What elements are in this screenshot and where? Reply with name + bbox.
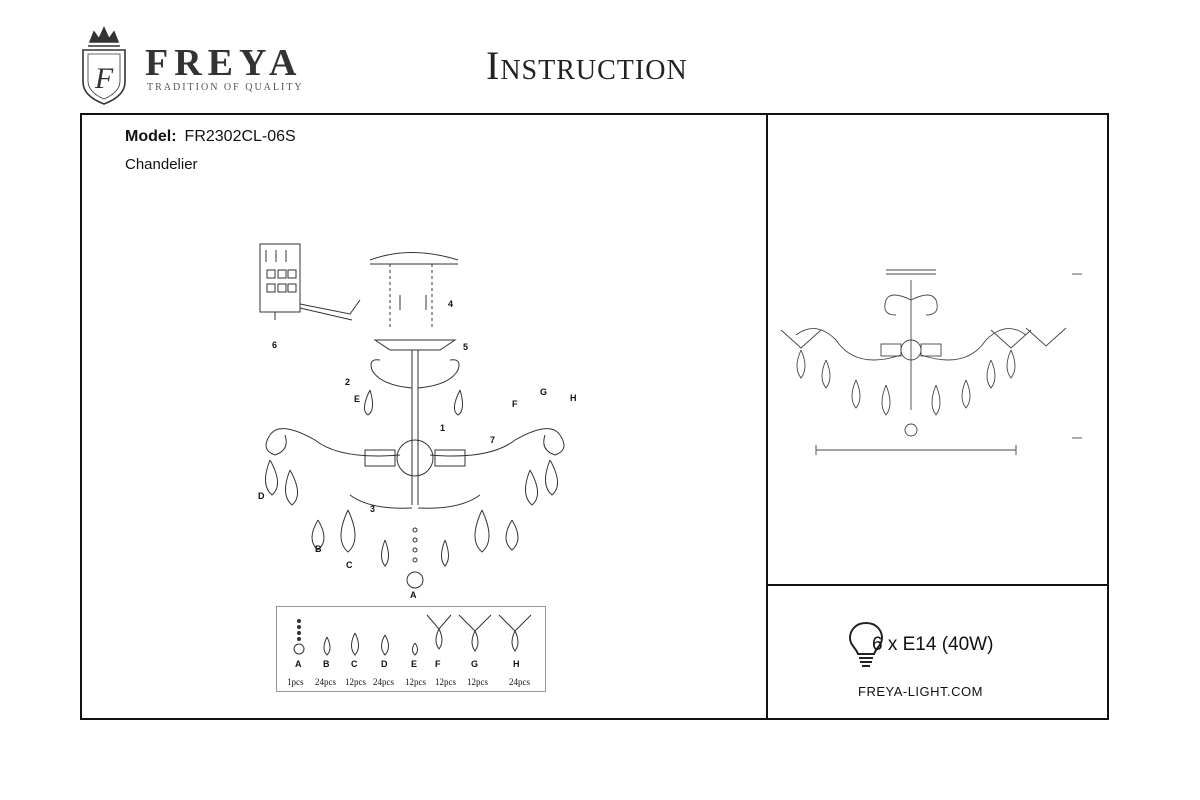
part-qty-f: 12pcs [435, 677, 456, 687]
crystal-label-d: D [258, 491, 265, 501]
part-letter-d: D [381, 659, 388, 669]
bulb-spec: 6 x E14 (40W) [872, 634, 994, 655]
crystal-label-h: H [570, 393, 577, 403]
spec-panel [766, 584, 1109, 720]
label-step-5: 5 [463, 342, 469, 352]
dimension-diagram [780, 269, 1082, 455]
label-step-7: 7 [490, 435, 496, 445]
part-qty-c: 12pcs [345, 677, 366, 687]
svg-text:F: F [94, 62, 114, 95]
label-step-1: 1 [440, 423, 446, 433]
label-step-2: 2 [345, 377, 351, 387]
crystal-label-c: C [346, 560, 353, 570]
model-label: Model: [125, 128, 177, 145]
product-type: Chandelier [125, 156, 198, 173]
brand-name: FREYA [145, 42, 303, 84]
lightbulb-icon [848, 621, 884, 667]
part-letter-b: B [323, 659, 330, 669]
part-letter-e: E [411, 659, 418, 669]
model-line: Model: FR2302CL-06S [125, 128, 296, 146]
part-letter-g: G [471, 659, 479, 669]
crest-logo-icon: F [82, 26, 126, 105]
part-qty-a: 1pcs [287, 677, 304, 687]
part-letter-h: H [513, 659, 520, 669]
part-qty-b: 24pcs [315, 677, 336, 687]
crystal-label-e: E [354, 394, 361, 404]
website-link[interactable]: FREYA-LIGHT.COM [858, 684, 983, 699]
crystal-label-a: A [410, 590, 417, 600]
parts-drawings [293, 614, 532, 656]
part-letter-f: F [435, 659, 441, 669]
model-value: FR2302CL-06S [184, 128, 296, 145]
part-letter-c: C [351, 659, 358, 669]
part-qty-d: 24pcs [373, 677, 394, 687]
parts-legend: A B C D E F G H 1pcs 24pcs 12pcs 24pcs 1… [276, 606, 546, 692]
crystal-label-b: B [315, 544, 322, 554]
crystal-label-g: G [540, 387, 548, 397]
label-step-4: 4 [448, 299, 454, 309]
label-wiring: 6 [272, 340, 278, 350]
document-title: Instruction [486, 43, 688, 88]
part-qty-g: 12pcs [467, 677, 488, 687]
label-step-3: 3 [370, 504, 376, 514]
crystal-label-f: F [512, 399, 518, 409]
brand-tagline: TRADITION OF QUALITY [147, 82, 304, 93]
assembly-diagram [259, 243, 565, 589]
part-letter-a: A [295, 659, 302, 669]
part-qty-e: 12pcs [405, 677, 426, 687]
part-qty-h: 24pcs [509, 677, 530, 687]
